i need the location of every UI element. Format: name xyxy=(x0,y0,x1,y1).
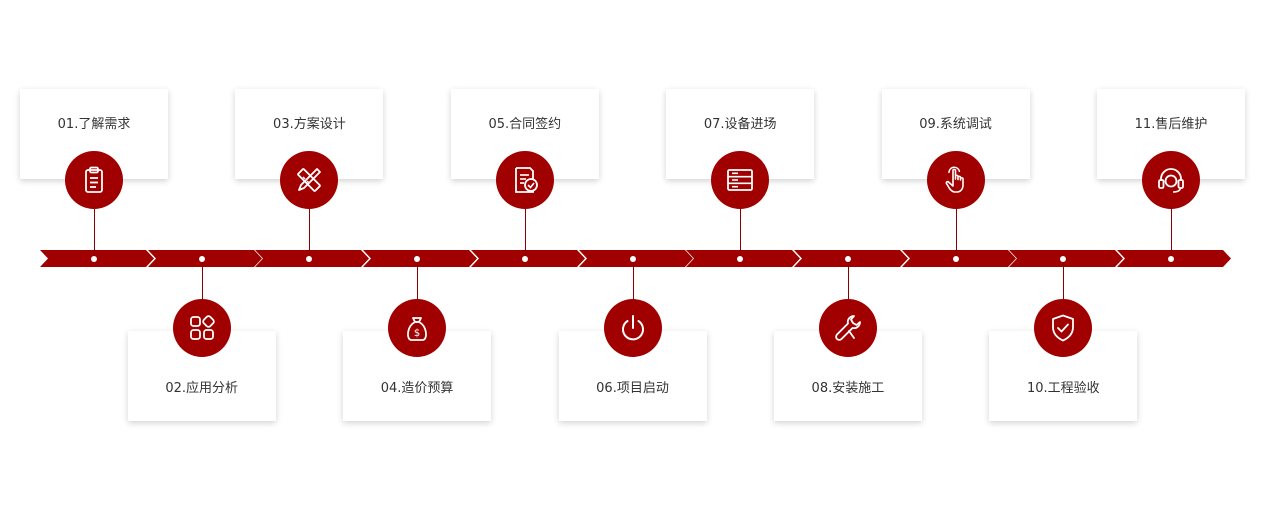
step-label: 10.工程验收 xyxy=(1026,381,1100,396)
headset-icon xyxy=(1158,168,1184,193)
timeline-dot xyxy=(306,256,313,262)
step-connector xyxy=(1063,262,1065,299)
timeline-dot xyxy=(737,256,744,262)
timeline-dot xyxy=(1168,256,1174,262)
step-label: 01.了解需求 xyxy=(57,117,131,132)
power-icon xyxy=(621,315,644,341)
step-label: 03.方案设计 xyxy=(273,117,346,132)
timeline-arrow-segment xyxy=(1117,250,1231,267)
svg-text:$: $ xyxy=(414,328,420,339)
step-connector xyxy=(201,262,203,299)
grid-apps-icon xyxy=(189,315,215,340)
step-card: 09.系统调试 xyxy=(881,89,1030,179)
step-label: 09.系统调试 xyxy=(919,117,992,132)
wrench-icon xyxy=(835,315,861,341)
step-label: 06.项目启动 xyxy=(596,381,669,396)
money-bag-icon: $ xyxy=(407,317,428,341)
timeline-arrow-segment xyxy=(686,250,801,267)
step-label: 04.造价预算 xyxy=(380,381,454,396)
timeline-arrow-segment xyxy=(40,250,154,267)
timeline-dot xyxy=(198,256,205,262)
timeline-arrow-segment xyxy=(255,250,370,267)
step-connector xyxy=(94,209,95,256)
timeline-arrow-segment xyxy=(363,250,478,267)
step-icon-circle xyxy=(495,151,554,209)
step-icon-circle xyxy=(172,299,231,357)
step-icon-circle xyxy=(1142,151,1200,209)
step-icon-circle xyxy=(1034,299,1093,357)
step-label: 11.售后维护 xyxy=(1134,117,1208,132)
shield-check-icon xyxy=(1052,314,1075,342)
timeline-dot xyxy=(91,256,97,262)
step-connector xyxy=(955,209,957,256)
step-icon-circle xyxy=(711,151,770,209)
timeline-arrow-segment xyxy=(793,250,908,267)
step-connector xyxy=(1171,209,1172,256)
timeline-dot xyxy=(844,256,851,262)
clipboard-icon xyxy=(85,166,103,193)
step-icon-circle xyxy=(603,299,662,357)
timeline-arrow-segment xyxy=(578,250,693,267)
step-connector xyxy=(740,209,742,256)
timeline-arrow-segment xyxy=(901,250,1016,267)
step-card: 07.设备进场 xyxy=(666,89,815,179)
step-label: 02.应用分析 xyxy=(165,381,239,396)
step-label: 07.设备进场 xyxy=(703,117,777,132)
step-icon-circle xyxy=(280,151,339,209)
timeline-dot xyxy=(629,256,636,262)
step-icon-circle xyxy=(65,151,123,209)
timeline-arrow-segment xyxy=(147,250,262,267)
timeline-arrow-segment xyxy=(1009,250,1124,267)
contract-check-icon xyxy=(514,167,538,193)
step-icon-circle xyxy=(926,151,985,209)
timeline-dot xyxy=(952,256,959,262)
step-connector xyxy=(847,262,849,299)
step-icon-circle: $ xyxy=(388,299,447,357)
step-connector xyxy=(632,262,634,299)
pencil-ruler-icon xyxy=(297,168,322,192)
server-rack-icon xyxy=(727,169,754,191)
timeline-dot xyxy=(521,256,528,262)
step-connector xyxy=(417,262,419,299)
step-label: 05.合同签约 xyxy=(488,117,562,132)
timeline-arrow-segment xyxy=(470,250,585,267)
step-label: 08.安装施工 xyxy=(811,381,885,396)
step-icon-circle xyxy=(818,299,877,357)
timeline-dot xyxy=(414,256,421,262)
step-connector xyxy=(309,209,311,256)
step-connector xyxy=(524,209,526,256)
timeline-dot xyxy=(1060,256,1067,262)
hand-pointer-icon xyxy=(945,166,964,193)
